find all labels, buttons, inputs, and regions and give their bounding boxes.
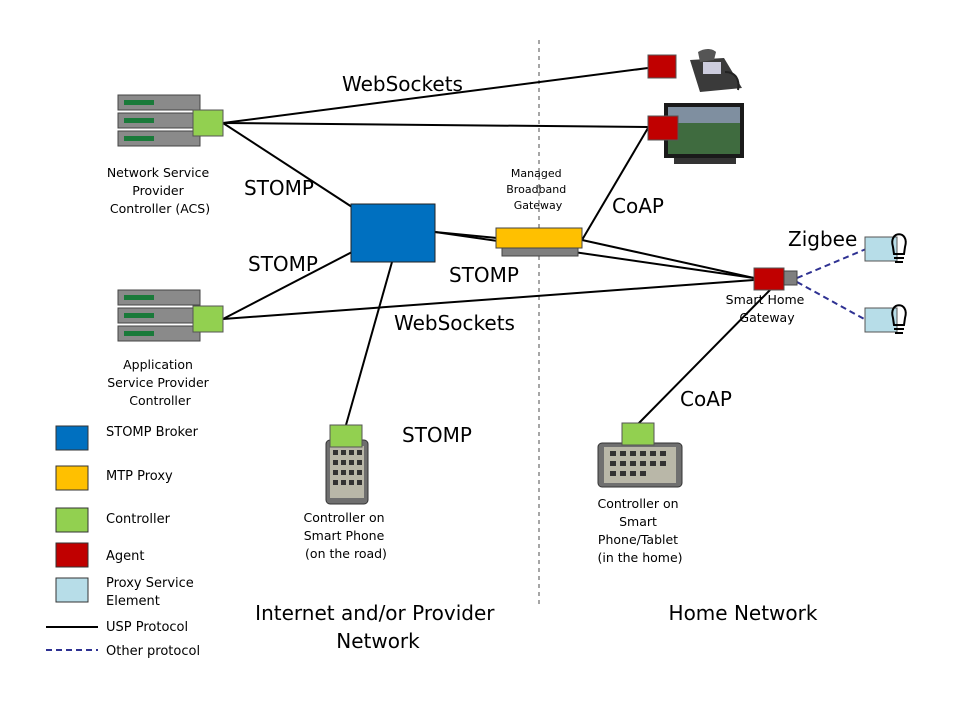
tablet-icon	[597, 442, 683, 488]
legend-label-proxy-element: Proxy Service Element	[106, 576, 198, 609]
link-broker-smart-gateway	[434, 231, 755, 279]
legend-label-controller: Controller	[106, 512, 171, 527]
smart-home-gateway-label: Smart Home Gateway	[726, 292, 809, 325]
smart-home-gateway-agent	[753, 267, 785, 291]
stomp-broker-box	[350, 203, 436, 263]
label-coap-gateway: CoAP	[612, 194, 664, 218]
legend-label-stomp-broker: STOMP Broker	[106, 425, 199, 440]
label-zigbee: Zigbee	[788, 227, 857, 251]
phone-agent-box	[647, 54, 677, 79]
server-rack-icon	[117, 289, 201, 342]
server-rack-icon	[117, 94, 201, 147]
link-zigbee-bulb-2	[796, 281, 867, 321]
link-broker-mtp	[434, 231, 498, 239]
tv-agent-box	[647, 115, 679, 141]
light-bulb-icon	[891, 304, 907, 334]
region-internet-label: Internet and/or Provider Network	[255, 601, 501, 653]
label-coap-tablet: CoAP	[680, 387, 732, 411]
legend-label-usp: USP Protocol	[106, 620, 188, 635]
label-websockets-mid: WebSockets	[394, 311, 515, 335]
label-stomp-upper: STOMP	[244, 176, 314, 200]
legend-swatch-agent	[55, 542, 89, 568]
light-bulb-icon	[891, 233, 907, 263]
legend-label-mtp-proxy: MTP Proxy	[106, 469, 173, 484]
link-mtp-tv	[581, 127, 649, 241]
app-controller-box	[192, 305, 224, 333]
phone-controller-box	[329, 424, 363, 448]
tablet-home-label: Controller on Smart Phone/Tablet (in the…	[597, 496, 682, 565]
link-mtp-smart-gateway	[581, 239, 755, 279]
usp-links	[222, 67, 771, 426]
label-stomp-mid: STOMP	[449, 263, 519, 287]
smart-home-gateway-port	[783, 270, 798, 286]
desk-phone-icon	[690, 49, 742, 92]
tablet-controller-box	[621, 422, 655, 446]
app-controller-label: Application Service Provider Controller	[107, 357, 213, 408]
legend-swatch-proxy-element	[55, 577, 89, 603]
label-stomp-phone: STOMP	[402, 423, 472, 447]
smart-phone-icon	[325, 439, 369, 505]
mtp-proxy-box	[495, 227, 583, 249]
legend-label-other: Other protocol	[106, 644, 200, 659]
phone-road-label: Controller on Smart Phone (on the road)	[303, 510, 388, 561]
link-tablet-smart-gateway	[637, 289, 771, 425]
region-home-label: Home Network	[669, 601, 818, 625]
link-zigbee-bulb-1	[796, 248, 867, 279]
label-websockets-top: WebSockets	[342, 72, 463, 96]
managed-gateway-base	[501, 247, 579, 257]
other-links	[796, 248, 867, 321]
legend-swatch-mtp-proxy	[55, 465, 89, 491]
acs-controller-box	[192, 109, 224, 137]
link-broker-phone-road	[345, 261, 393, 426]
legend-swatch-controller	[55, 507, 89, 533]
legend-label-agent: Agent	[106, 549, 144, 564]
link-acs-broker	[222, 122, 353, 208]
link-app-smart-gateway	[222, 279, 755, 320]
managed-gateway-label: Managed Broadband Gateway	[506, 167, 569, 212]
link-app-broker	[222, 251, 353, 320]
acs-label: Network Service Provider Controller (ACS…	[107, 165, 213, 216]
legend: STOMP Broker MTP Proxy Controller Agent …	[46, 425, 200, 659]
link-acs-phone	[222, 67, 649, 124]
link-acs-tv	[222, 122, 649, 128]
label-stomp-left: STOMP	[248, 252, 318, 276]
legend-swatch-stomp-broker	[55, 425, 89, 451]
